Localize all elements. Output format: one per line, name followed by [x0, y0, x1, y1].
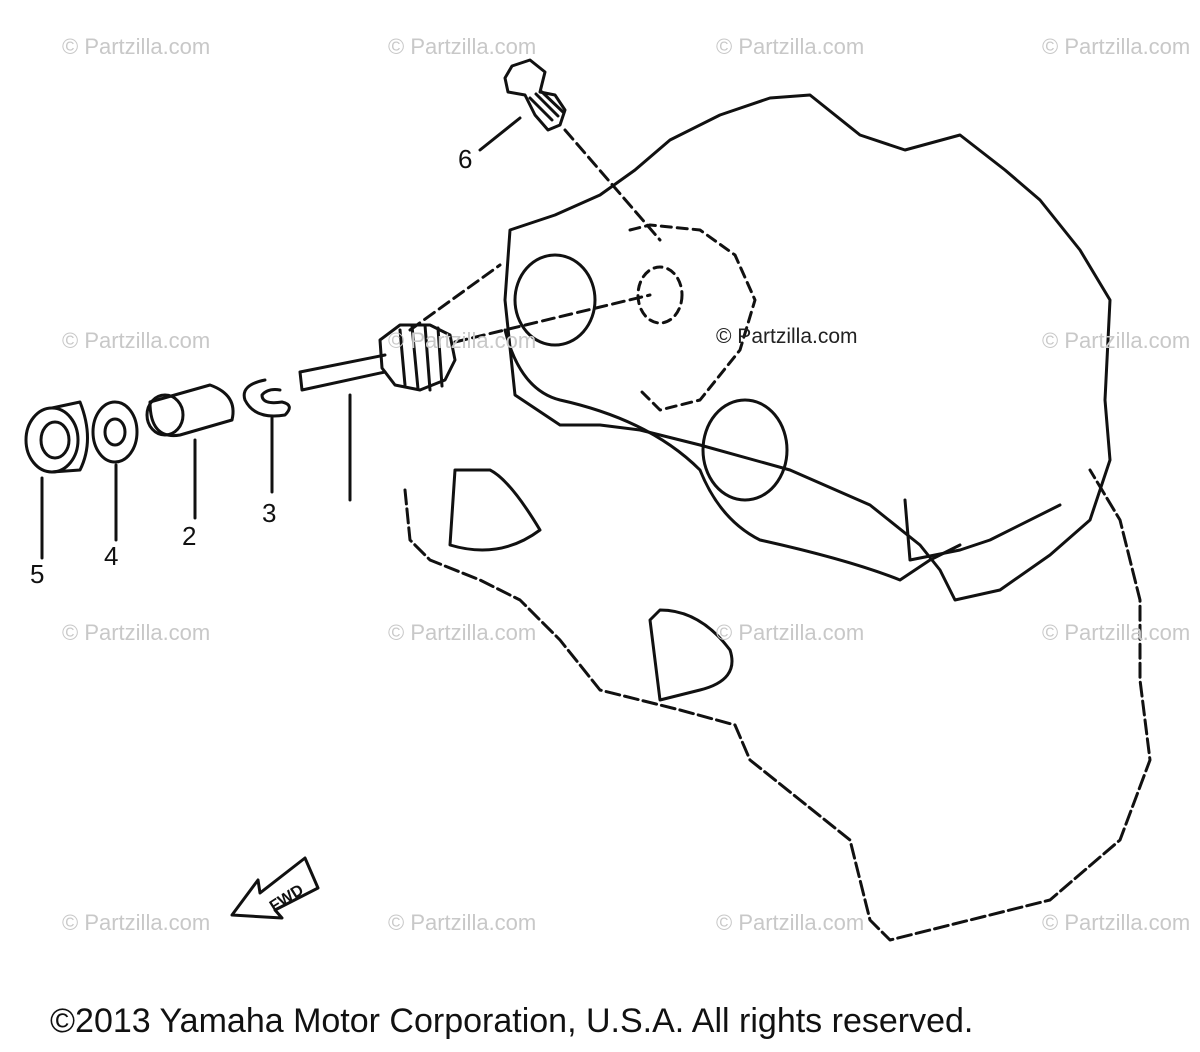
lower-recess-mid: [648, 608, 734, 702]
bolt-center-line: [563, 128, 662, 242]
case-boss-outline: [628, 223, 757, 412]
gear-center-line-2: [408, 263, 502, 332]
leader-6: [478, 116, 522, 152]
watermark: © Partzilla.com: [388, 910, 537, 935]
watermark: © Partzilla.com: [62, 620, 211, 645]
bolt-part-6: [503, 58, 567, 132]
callout-3: 3: [262, 498, 276, 528]
center-credit: © Partzilla.com: [716, 325, 858, 348]
watermark: © Partzilla.com: [62, 34, 211, 59]
watermark: © Partzilla.com: [1042, 620, 1191, 645]
right-bore: [701, 398, 789, 502]
watermark: © Partzilla.com: [388, 328, 537, 353]
watermark: © Partzilla.com: [388, 34, 537, 59]
watermark: © Partzilla.com: [388, 620, 537, 645]
lower-notch: [903, 498, 1062, 562]
gear-teeth: [398, 323, 444, 392]
washer-part-4: [91, 400, 139, 464]
watermark: © Partzilla.com: [716, 34, 865, 59]
seal-part-5-inner: [39, 420, 71, 460]
upper-left-bore: [513, 253, 597, 347]
watermark: © Partzilla.com: [1042, 328, 1191, 353]
watermark: © Partzilla.com: [1042, 910, 1191, 935]
callout-4: 4: [104, 541, 118, 571]
fwd-arrow-icon: [230, 856, 320, 920]
watermark: © Partzilla.com: [1042, 34, 1191, 59]
engine-case-lower-outline: [403, 468, 1152, 942]
watermark: © Partzilla.com: [62, 328, 211, 353]
callout-6: 6: [458, 144, 472, 174]
washer-part-4-hole: [103, 417, 127, 447]
gear-center-line: [453, 293, 652, 344]
seal-part-5-side: [50, 400, 89, 474]
lower-recess-left: [448, 468, 542, 552]
collar-part-2-body: [148, 383, 235, 438]
case-mid-curve: [503, 328, 962, 582]
shaft: [298, 353, 387, 392]
fwd-label: FWD: [267, 882, 307, 916]
bolt-threads: [528, 90, 565, 122]
watermark: © Partzilla.com: [716, 620, 865, 645]
copyright-notice: ©2013 Yamaha Motor Corporation, U.S.A. A…: [50, 1002, 974, 1040]
callout-5: 5: [30, 559, 44, 589]
boss-hole: [636, 265, 684, 325]
watermark: © Partzilla.com: [62, 910, 211, 935]
watermark: © Partzilla.com: [716, 910, 865, 935]
callout-2: 2: [182, 521, 196, 551]
circlip-part-3: [242, 378, 291, 418]
